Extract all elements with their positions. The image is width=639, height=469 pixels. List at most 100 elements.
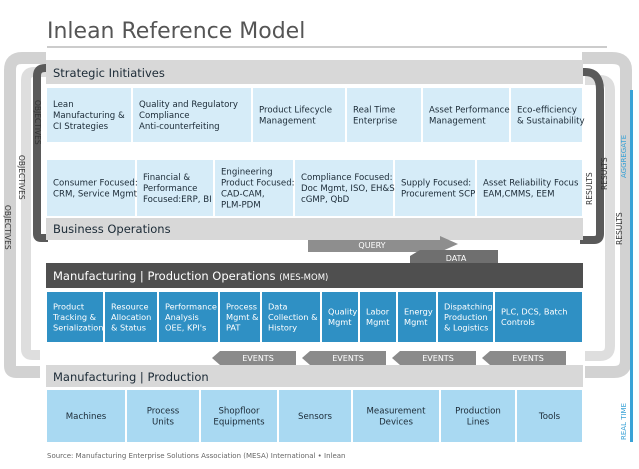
strategic-item-line: Eco-efficiency [517,106,577,116]
production-item-line: Tools [538,412,561,422]
results-label-middle: RESULTS [600,157,609,190]
business-item-box-3 [295,160,393,216]
strategic-item-box-2 [253,88,345,142]
mom-band [46,263,583,288]
business-label: Business Operations [53,222,171,236]
production-item-line: Lines [467,418,490,428]
business-item-line: PLM-PDM [221,201,261,211]
results-label-inner: RESULTS [585,172,594,205]
strategic-item-box-4 [423,88,509,142]
outer-loop-left [4,52,46,378]
production-item-box-4 [353,390,439,442]
business-item-line: EAM,CMMS, EEM [483,190,554,200]
mom-item-line: OEE, KPI's [165,322,206,332]
objectives-label-outer: OBJECTIVES [3,205,12,250]
aggregate-label: AGGREGATE [620,135,628,178]
strategic-item-line: Management [429,117,486,127]
business-item-line: Engineering [221,168,273,178]
strategic-item-line: CI Strategies [53,122,109,132]
objectives-label-middle: OBJECTIVES [17,155,26,200]
mom-item-line: Performance [165,301,217,311]
query-arrow [308,236,458,252]
business-band [46,218,583,240]
objectives-label-inner: OBJECTIVES [33,100,42,145]
production-item-box-2 [201,390,277,442]
strategic-item-line: Asset Performance [429,106,510,116]
production-item-line: Devices [379,418,413,428]
business-item-line: Consumer Focused: [53,179,138,189]
mom-item-box-7 [398,292,436,342]
strategic-item-box-0 [47,88,131,142]
business-item-line: Financial & [143,173,190,183]
strategic-band [46,60,583,84]
mom-label: Manufacturing | Production Operations (M… [53,269,328,283]
mom-item-line: Tracking & [52,312,97,322]
dark-loop-right [580,68,604,244]
mom-item-line: PAT [226,322,241,332]
business-item-line: Doc Mgmt, ISO, EH&S [301,184,395,194]
mom-item-line: & Logistics [444,322,488,332]
business-item-box-0 [47,160,135,216]
query-label: QUERY [358,241,385,250]
mom-item-box-3 [220,292,260,342]
strategic-item-line: Real Time [353,106,395,116]
strategic-label: Strategic Initiatives [53,66,165,80]
production-item-line: Production [455,407,501,417]
events-arrow [482,351,566,365]
business-item-box-2 [215,160,293,216]
production-band [46,365,583,387]
business-item-line: Asset Reliability Focus [483,179,579,189]
business-item-box-5 [477,160,582,216]
strategic-item-line: & Sustainability [517,117,585,127]
production-item-text-6: Tools [538,412,561,422]
mom-item-line: History [268,322,297,332]
mom-item-line: Analysis [165,312,199,322]
business-item-text-4: Supply Focused:Procurement SCP [401,179,475,200]
strategic-item-line: Anti-counterfeiting [139,122,220,132]
business-item-line: Procurement SCP [401,190,475,200]
strategic-item-line: Management [259,117,316,127]
business-items: Consumer Focused:CRM, Service MgmtFinanc… [47,160,582,216]
mom-item-box-5 [322,292,358,342]
strategic-item-line: Manufacturing & [53,111,125,121]
strategic-item-box-5 [511,88,582,142]
business-item-box-4 [395,160,475,216]
mom-item-line: Production [444,312,488,322]
strategic-item-line: Lean [53,100,74,110]
strategic-item-line: Enterprise [353,117,397,127]
data-arrow [410,250,498,264]
events-label: EVENTS [242,354,274,363]
mom-item-line: Collection & [268,312,318,322]
production-item-box-0 [47,390,125,442]
business-item-text-0: Consumer Focused:CRM, Service Mgmt [53,179,138,200]
production-item-line: Machines [66,412,107,422]
strategic-item-line: Quality and Regulatory [139,100,238,110]
events-arrow [212,351,296,365]
production-item-line: Measurement [367,407,427,417]
production-item-text-3: Sensors [298,412,332,422]
data-label: DATA [446,254,467,263]
business-item-line: Focused:ERP, BI [143,195,212,205]
mom-item-box-6 [360,292,396,342]
production-item-line: Sensors [298,412,332,422]
business-item-box-1 [137,160,213,216]
events-label: EVENTS [332,354,364,363]
production-label: Manufacturing | Production [53,370,209,384]
mom-item-line: Mgmt [366,317,390,327]
business-item-line: CRM, Service Mgmt [53,190,138,200]
events-arrow [392,351,476,365]
